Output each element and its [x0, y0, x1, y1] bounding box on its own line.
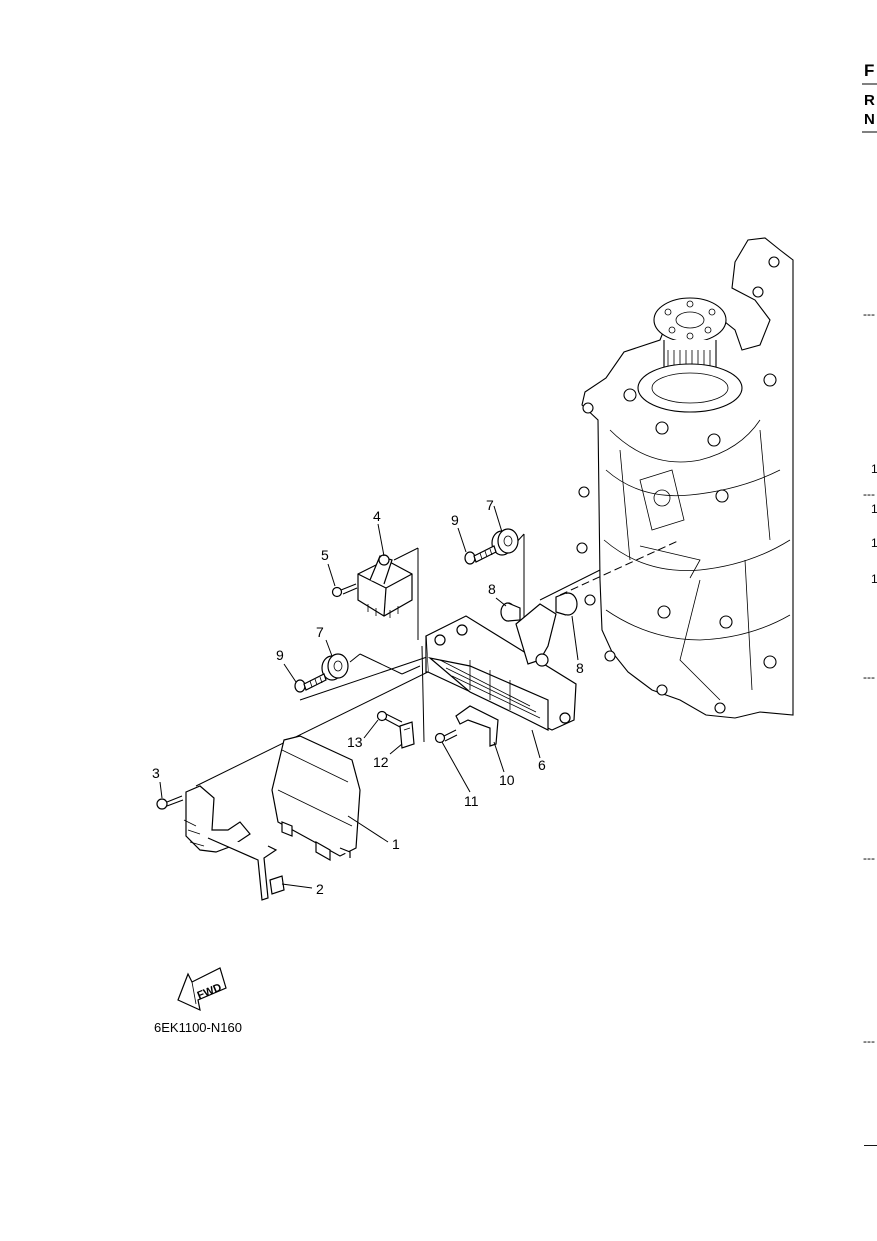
edge-number-4: 1 — [871, 572, 877, 586]
callout-11: 11 — [464, 793, 479, 809]
part-5-screw — [331, 583, 358, 598]
assembly-leader-lines — [195, 533, 681, 787]
callout-1: 1 — [392, 836, 400, 852]
edge-number-2: 1 — [871, 502, 877, 516]
callout-5: 5 — [321, 547, 329, 563]
callout-4: 4 — [373, 508, 381, 524]
part-7-grommet-lower — [321, 653, 349, 681]
callout-2: 2 — [316, 881, 324, 897]
figure-id: 6EK1100-N160 — [154, 1020, 242, 1035]
edge-number-3: 1 — [871, 536, 877, 550]
callout-12: 12 — [373, 754, 389, 770]
part-9-bolt-lower — [294, 673, 327, 693]
callout-8-right: 8 — [576, 660, 584, 676]
engine-block-illustration — [576, 237, 794, 719]
edge-dash-bottom: — — [864, 1136, 877, 1152]
part-1-control-module — [271, 735, 361, 862]
part-2-wiring-bracket — [183, 785, 285, 901]
callout-9-lower: 9 — [276, 647, 284, 663]
edge-dash-2: --- — [863, 487, 875, 501]
edge-dash-5: --- — [863, 1034, 875, 1048]
part-7-grommet-upper — [491, 528, 519, 556]
callout-10: 10 — [499, 772, 515, 788]
callout-6: 6 — [538, 757, 546, 773]
right-edge-fragments: F R N --- 1 --- 1 1 1 --- --- --- — — [862, 61, 877, 1152]
fwd-arrow-icon: FWD — [177, 967, 227, 1012]
callout-leader-lines — [159, 505, 579, 889]
edge-header-n: N — [864, 111, 875, 128]
edge-header-f: F — [864, 61, 874, 80]
callout-numbers: 1 2 3 4 5 6 7 7 8 8 9 9 10 11 12 13 — [152, 497, 584, 897]
part-3-bolt — [156, 795, 184, 810]
callout-7-upper: 7 — [486, 497, 494, 513]
callout-13: 13 — [347, 734, 363, 750]
part-11-bolt — [434, 729, 458, 744]
edge-header-r: R — [864, 92, 875, 109]
edge-dash-1: --- — [863, 307, 875, 321]
edge-dash-3: --- — [863, 670, 875, 684]
callout-9-upper: 9 — [451, 512, 459, 528]
part-4-relay — [357, 554, 413, 618]
part-10-plate — [455, 705, 499, 747]
edge-dash-4: --- — [863, 851, 875, 865]
edge-number-1: 1 — [871, 462, 877, 476]
part-8-collar-upper — [500, 602, 521, 622]
part-9-bolt-upper — [464, 545, 497, 565]
part-6-mounting-bracket — [425, 603, 577, 731]
part-8-collar-right — [555, 592, 578, 616]
part-13-screw — [376, 710, 403, 728]
callout-8-upper: 8 — [488, 581, 496, 597]
part-12-clip — [399, 721, 415, 749]
callout-7-lower: 7 — [316, 624, 324, 640]
callout-3: 3 — [152, 765, 160, 781]
